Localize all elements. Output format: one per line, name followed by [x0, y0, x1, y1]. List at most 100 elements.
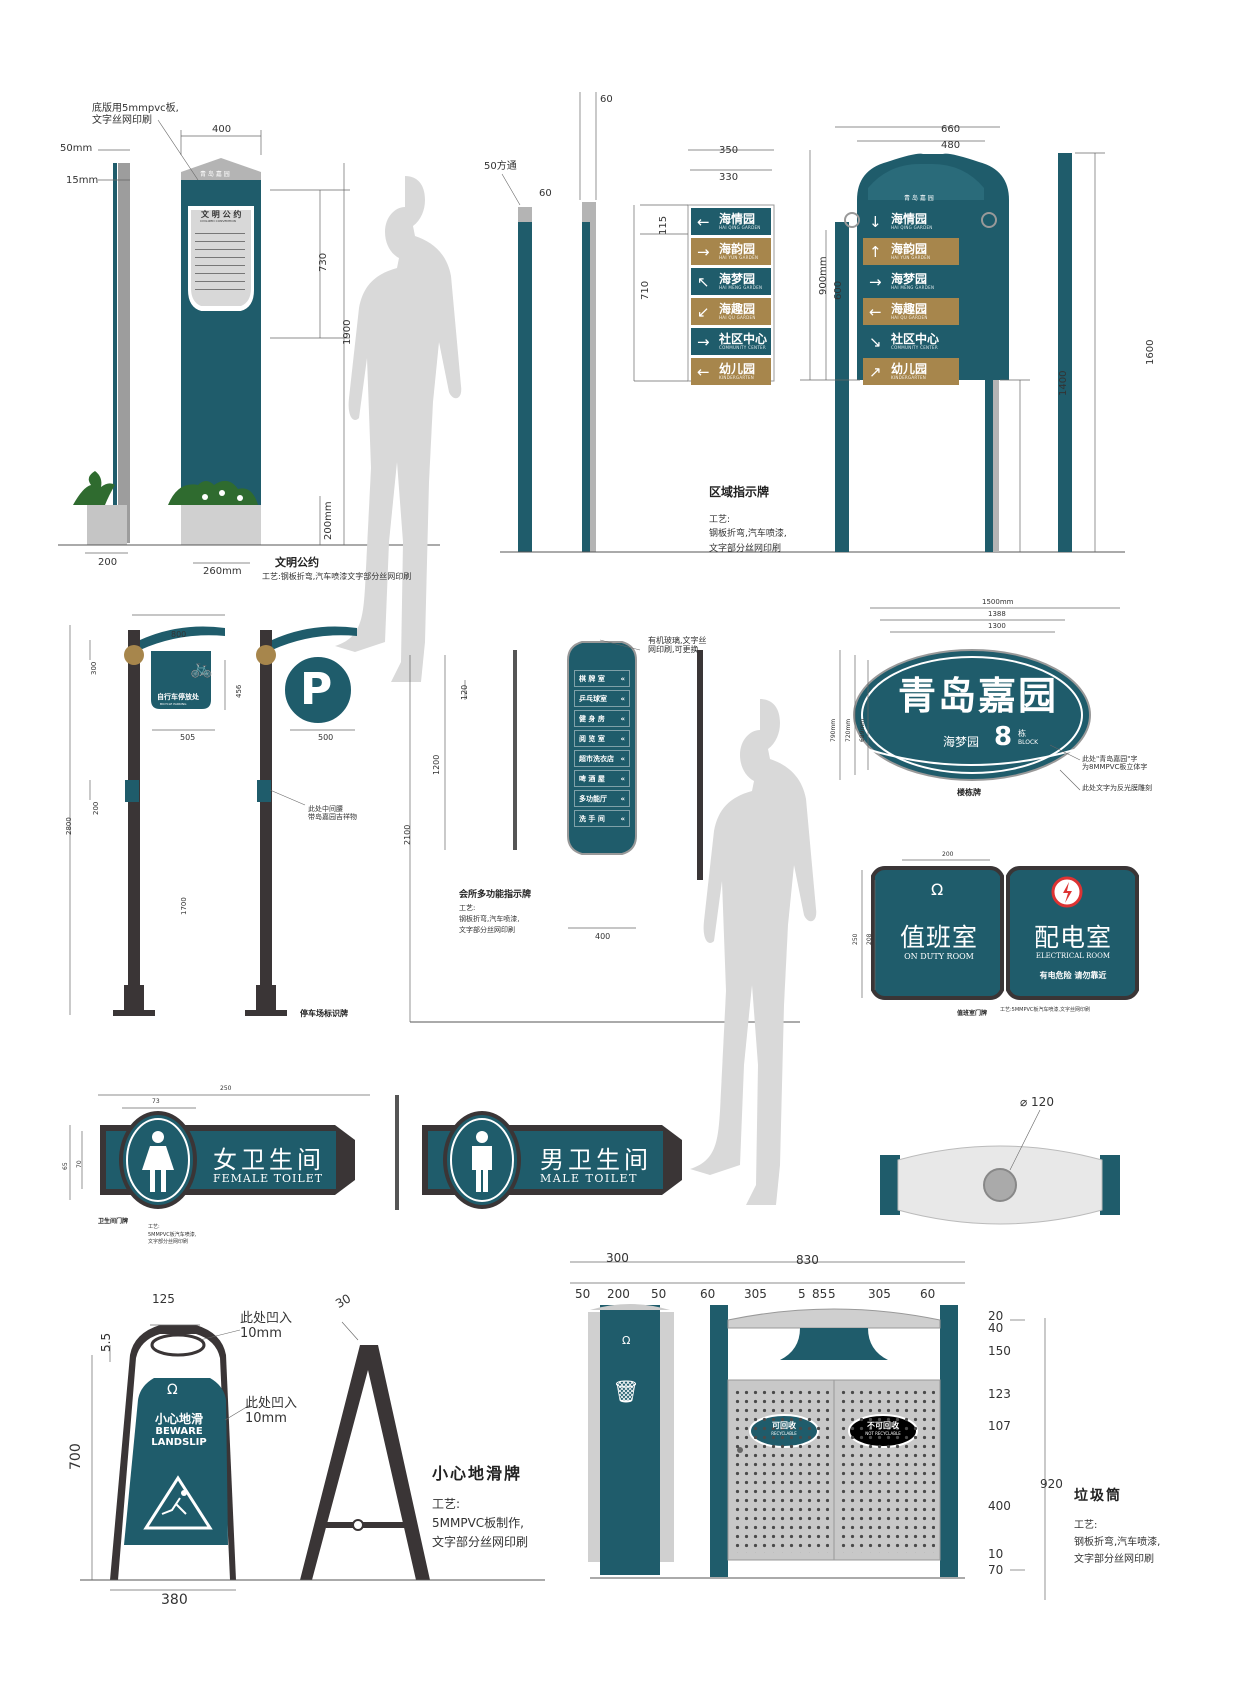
board9-craft: 工艺: 5MMPVC板制作, 文字部分丝网印刷 [432, 1497, 529, 1550]
board4-dim-120: 120 [460, 684, 469, 700]
area-direction-board [500, 92, 1125, 553]
direction-label-en: HAI YUN GARDEN [719, 255, 759, 260]
trash-bin-label-recycle: 可回收 RECYCLABLE [771, 1421, 797, 1436]
board4-dim-400: 400 [595, 932, 611, 941]
board2-dim-900: 900mm [818, 256, 829, 295]
board9-dim-125: 125 [152, 1292, 175, 1306]
board10-craft: 工艺: 钢板折弯,汽车喷漆, 文字部分丝网印刷 [1074, 1520, 1161, 1565]
board7-dim-65: 65 [62, 1162, 69, 1170]
arrow-icon: ← [697, 362, 710, 381]
bike-sign-sub: BICYCLE PARKING [160, 702, 187, 706]
direction-label-en: HAI QING GARDEN [719, 225, 761, 230]
board1-dim-200w: 200 [98, 557, 118, 568]
direction-label-zh: 海情园 [719, 212, 756, 226]
board7-dim-250: 250 [220, 1085, 232, 1092]
emblem-icon: Ω [622, 1334, 631, 1347]
clubhouse-row: 乒乓球室« [574, 690, 630, 707]
trash-icon: 🗑 [612, 1380, 640, 1405]
clubhouse-row-label: 棋 牌 室 [579, 674, 605, 683]
chevron-icon: « [620, 714, 625, 723]
board2-dim-600: 600 [833, 280, 844, 300]
direction-label-zh: 幼儿园 [719, 362, 756, 376]
building-number: 8 [994, 722, 1013, 752]
board2-dim-710: 710 [640, 280, 651, 300]
board3-dim-800: 800 [171, 630, 187, 639]
trash-bin-perforation-right [839, 1388, 935, 1553]
board7-title: 卫生间门牌 [98, 1218, 129, 1225]
direction-label-en: HAI QING GARDEN [891, 225, 933, 230]
board9-dim-700: 700 [68, 1443, 84, 1470]
board3-dim-2800: 2800 [65, 817, 73, 835]
trash-seg-dim: 85 [812, 1287, 828, 1301]
trash-right-dim: 920 [1040, 1477, 1063, 1491]
board9-dim-55: 5.5 [99, 1332, 113, 1352]
board3-dim-456: 456 [235, 684, 243, 698]
chevron-icon: « [620, 734, 625, 743]
arrow-icon: → [697, 242, 710, 261]
wet-floor-sign [80, 1321, 545, 1591]
chevron-icon: « [620, 674, 625, 683]
civil-convention-board [58, 119, 462, 682]
trash-right-dim: 70 [988, 1563, 1004, 1577]
board2-dim-1600: 1600 [1145, 339, 1156, 365]
wetfloor-en: BEWARE LANDSLIP [151, 1426, 207, 1448]
arrow-icon: → [697, 332, 710, 351]
board2-dim-330: 330 [719, 172, 739, 183]
direction-label-en: HAI YUN GARDEN [891, 255, 931, 260]
direction-label-en: KINDERGARTEN [719, 375, 755, 380]
clubhouse-row: 阅 览 室« [574, 730, 630, 747]
board1-panel-title: 文 明 公 约 [201, 210, 242, 219]
board1-panel-sub: CIVILIZED CONVENTION [200, 219, 236, 223]
wetfloor-emblem-icon: Ω [167, 1382, 178, 1398]
trash-right-dim: 107 [988, 1419, 1011, 1433]
board1-dim-200: 200mm [323, 501, 334, 540]
board10-title: 垃圾筒 [1074, 1488, 1122, 1504]
board1-craft: 工艺:钢板折弯,汽车喷漆文字部分丝网印刷 [262, 572, 412, 581]
board5-dim-689: 689mm [859, 718, 866, 742]
trash-seg-dim: 5 [798, 1287, 806, 1301]
building-unit-en: BLOCK [1018, 739, 1039, 746]
arrow-icon: ↓ [869, 212, 882, 231]
direction-label-zh: 海趣园 [891, 302, 928, 316]
board3-dim-1700: 1700 [180, 897, 188, 915]
board1-note: 底版用5mmpvc板, 文字丝网印刷 [92, 103, 179, 126]
board4-dim-2100: 2100 [403, 824, 412, 845]
board9-recess2: 此处凹入 10mm [245, 1396, 298, 1426]
trash-seg-dim: 60 [920, 1287, 936, 1301]
duty-room-en: ON DUTY ROOM [904, 952, 974, 961]
board3-dim-200: 200 [92, 801, 100, 815]
board2-tube: 50方通 [484, 161, 517, 172]
board2-dim-60top: 60 [600, 94, 613, 105]
board2-title: 区域指示牌 [709, 485, 770, 499]
board3-dim-505: 505 [180, 733, 196, 742]
board7-craft: 工艺: 5MMPVC板汽车喷漆, 文字部分丝网印刷 [148, 1224, 197, 1245]
arrow-icon: → [869, 272, 882, 291]
lamp-diameter: ⌀ 120 [1020, 1095, 1054, 1109]
duty-emblem-icon: Ω [931, 880, 944, 899]
board6-dim-208: 208 [866, 933, 873, 945]
board9-dim-380: 380 [161, 1592, 188, 1608]
board2-dim-660: 660 [941, 124, 961, 135]
clubhouse-row-label: 超市洗衣店 [579, 754, 614, 763]
board4-dim-1200: 1200 [432, 754, 441, 775]
direction-label-zh: 海梦园 [891, 272, 928, 286]
board6-dim-250: 250 [852, 933, 859, 945]
parking-sign-boards [69, 614, 357, 1016]
board2-dim-480: 480 [941, 140, 961, 151]
board2-dim-1400: 1400 [1058, 370, 1069, 396]
arrow-icon: ← [869, 302, 882, 321]
board5-note2: 此处文字为反光膜雕刻 [1082, 784, 1152, 792]
toilet-door-plates [69, 1094, 682, 1210]
wetfloor-zh: 小心地滑 [154, 1412, 203, 1426]
board3-dim-300: 300 [90, 661, 98, 675]
board2-craft: 工艺: 钢板折弯,汽车喷漆, 文字部分丝网印刷 [709, 515, 787, 554]
chevron-icon: « [620, 694, 625, 703]
trash-seg-dim: 200 [607, 1287, 630, 1301]
